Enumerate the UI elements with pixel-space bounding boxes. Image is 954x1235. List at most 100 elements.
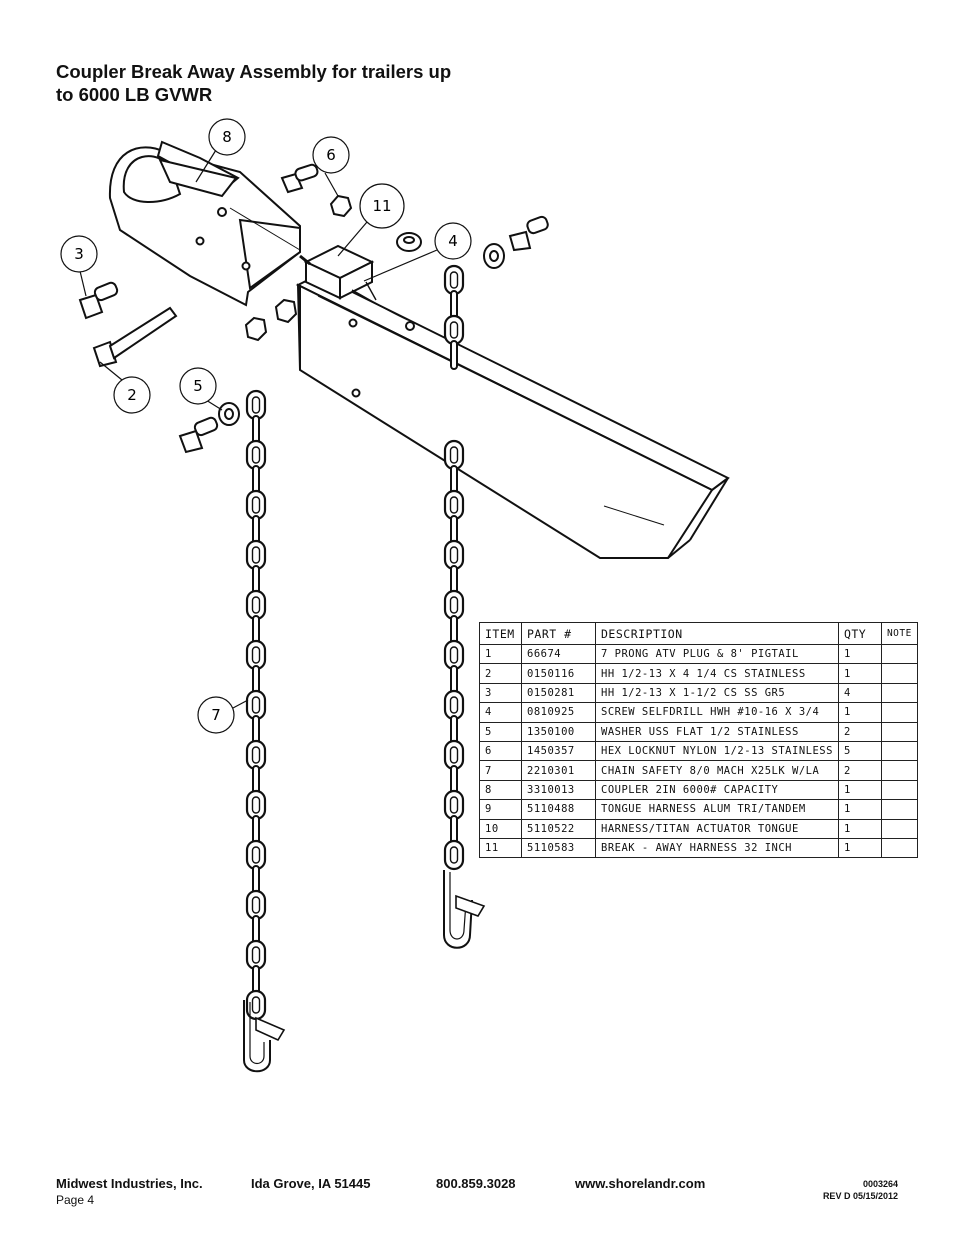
cell-part: 0150116 (521, 663, 596, 684)
cell-item: 1 (479, 643, 522, 665)
cell-note (880, 818, 918, 839)
callout-label: 11 (372, 197, 391, 215)
header-description: DESCRIPTION (595, 622, 839, 645)
cell-part: 1450357 (521, 740, 596, 762)
cell-qty: 5 (837, 740, 882, 762)
cell-qty: 2 (837, 760, 882, 781)
cell-description: HEX LOCKNUT NYLON 1/2-13 STAINLESS (595, 740, 839, 762)
cell-part: 66674 (521, 643, 596, 665)
cell-qty: 1 (837, 837, 882, 859)
cell-note (880, 682, 918, 704)
cell-note (880, 643, 918, 665)
cell-part: 3310013 (521, 779, 596, 801)
cell-item: 9 (479, 799, 522, 820)
cell-description: CHAIN SAFETY 8/0 MACH X25LK W/LA (595, 760, 839, 781)
cell-qty: 1 (837, 799, 882, 820)
callout-8: 8 (208, 118, 246, 156)
cell-note (880, 740, 918, 762)
cell-item: 5 (479, 721, 522, 742)
header-part: PART # (521, 622, 596, 645)
cell-description: SCREW SELFDRILL HWH #10-16 X 3/4 (595, 702, 839, 723)
callout-3: 3 (60, 235, 98, 273)
footer-phone: 800.859.3028 (436, 1176, 516, 1191)
callout-label: 7 (211, 706, 221, 724)
cell-item: 11 (479, 837, 522, 859)
title-line-1: Coupler Break Away Assembly for trailers… (56, 61, 452, 82)
cell-part: 0150281 (521, 682, 596, 704)
callout-label: 3 (74, 245, 84, 263)
hardware (78, 163, 549, 454)
cell-item: 10 (479, 818, 522, 839)
cell-part: 5110488 (521, 799, 596, 820)
cell-description: TONGUE HARNESS ALUM TRI/TANDEM (595, 799, 839, 820)
breakaway-box (299, 244, 409, 321)
callout-5: 5 (179, 367, 217, 405)
callout-label: 5 (193, 377, 203, 395)
cell-qty: 1 (837, 779, 882, 801)
cell-item: 7 (479, 760, 522, 781)
cell-part: 2210301 (521, 760, 596, 781)
cell-item: 6 (479, 740, 522, 762)
cell-item: 3 (479, 682, 522, 704)
cell-note (880, 837, 918, 859)
footer-website: www.shorelandr.com (575, 1176, 706, 1191)
callout-label: 4 (448, 232, 458, 250)
callout-6: 6 (312, 136, 350, 174)
callout-7: 7 (197, 696, 235, 734)
cell-description: COUPLER 2IN 6000# CAPACITY (595, 779, 839, 801)
cell-description: 7 PRONG ATV PLUG & 8' PIGTAIL (595, 643, 839, 665)
cell-part: 1350100 (521, 721, 596, 742)
title-line-2: to 6000 LB GVWR (56, 84, 213, 105)
header-note: NOTE (880, 622, 918, 645)
header-item: ITEM (479, 622, 522, 645)
cell-note (880, 760, 918, 781)
callout-leaders (79, 149, 438, 709)
cell-qty: 1 (837, 818, 882, 839)
cell-qty: 1 (837, 663, 882, 684)
cell-item: 8 (479, 779, 522, 801)
footer-revision: REV D 05/15/2012 (822, 1191, 898, 1201)
cell-note (880, 799, 918, 820)
cell-item: 2 (479, 663, 522, 684)
callout-label: 8 (222, 128, 232, 146)
footer-page-number: Page 4 (56, 1193, 95, 1207)
parts-table-header: ITEM PART # DESCRIPTION QTY NOTE (479, 622, 918, 645)
cell-part: 0810925 (521, 702, 596, 723)
footer-company: Midwest Industries, Inc. (56, 1176, 203, 1191)
callout-4: 4 (434, 222, 472, 260)
trailer-tongue (295, 273, 730, 559)
cell-qty: 1 (837, 702, 882, 723)
cell-description: HH 1/2-13 X 1-1/2 CS SS GR5 (595, 682, 839, 704)
cell-description: HH 1/2-13 X 4 1/4 CS STAINLESS (595, 663, 839, 684)
cell-description: HARNESS/TITAN ACTUATOR TONGUE (595, 818, 839, 839)
footer-city: Ida Grove, IA 51445 (251, 1176, 371, 1191)
cell-part: 5110583 (521, 837, 596, 859)
cell-part: 5110522 (521, 818, 596, 839)
callout-11: 11 (359, 183, 405, 229)
safety-chain-left (243, 389, 286, 1073)
callout-label: 2 (127, 386, 137, 404)
callout-2: 2 (113, 376, 151, 414)
cell-note (880, 779, 918, 801)
cell-description: WASHER USS FLAT 1/2 STAINLESS (595, 721, 839, 742)
header-qty: QTY (837, 622, 882, 645)
coupler (108, 140, 301, 307)
cell-note (880, 721, 918, 742)
footer-doc-number: 0003264 (862, 1179, 898, 1189)
cell-qty: 4 (837, 682, 882, 704)
safety-chain-right (443, 264, 486, 949)
